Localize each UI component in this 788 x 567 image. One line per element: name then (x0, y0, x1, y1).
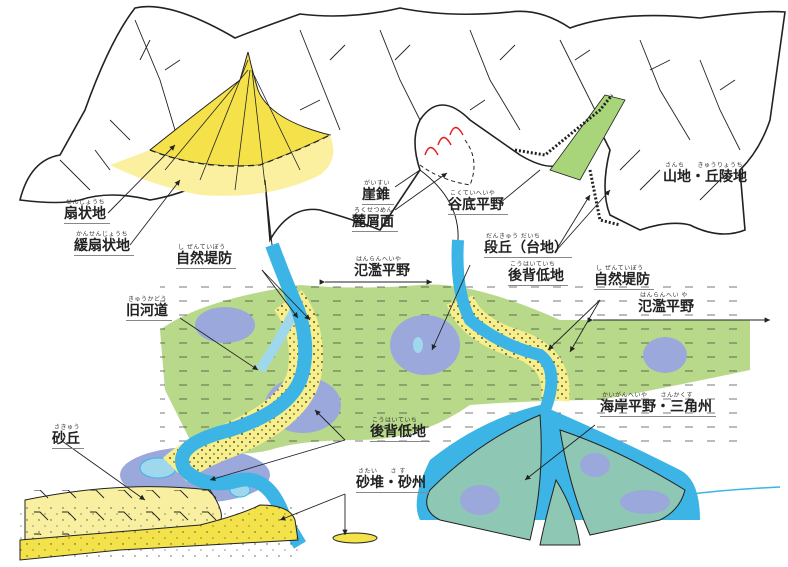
label-natural-levee-right: し ぜんていぼう 自然堤防 (594, 266, 654, 290)
label-sand-bar: さたい さ す 砂堆・砂州 (356, 469, 430, 493)
label-gentle-fan: かんせんじょうち 緩扇状地 (74, 232, 134, 256)
old-channel (255, 307, 300, 373)
label-talus-cone: がいすい 崖錐 (362, 181, 394, 205)
mountains (19, 5, 786, 243)
label-natural-levee-left: し ぜんていぼう 自然堤防 (176, 245, 236, 269)
label-alluvial-fan: せんじょうち 扇状地 (64, 200, 110, 224)
label-sand-dune: さきゅう 砂丘 (52, 425, 84, 449)
drainage-lines (59, 19, 741, 201)
label-back-marsh-top: こうはいていち 後背低地 (508, 262, 568, 286)
sand-bar-small (332, 532, 378, 544)
label-terrace: だんきゅう だいち 段丘（台地） (484, 234, 572, 258)
label-valley-plain: こくていへいや 谷底平野 (448, 191, 508, 215)
label-old-channel: きゅうかどう 旧河道 (126, 297, 172, 321)
talus-marks (424, 126, 464, 156)
label-back-marsh-bottom: こうはいていち 後背低地 (370, 418, 430, 442)
river (175, 239, 558, 549)
label-talus-slope: ろくせつめん 麓屑面 (352, 208, 398, 232)
label-coastal-plain-delta: かいがんへいや さんかくす 海岸平野・三角州 (600, 393, 716, 417)
gentle-fan (110, 135, 334, 196)
label-floodplain-center: はんらんへいや 氾濫平野 (354, 256, 410, 279)
valley-terrace (549, 94, 626, 181)
label-mountain: さんち きゅうりょうち 山地・丘陵地 (663, 162, 747, 185)
label-floodplain-right: はんらんへい や 氾濫平野 (638, 292, 694, 315)
